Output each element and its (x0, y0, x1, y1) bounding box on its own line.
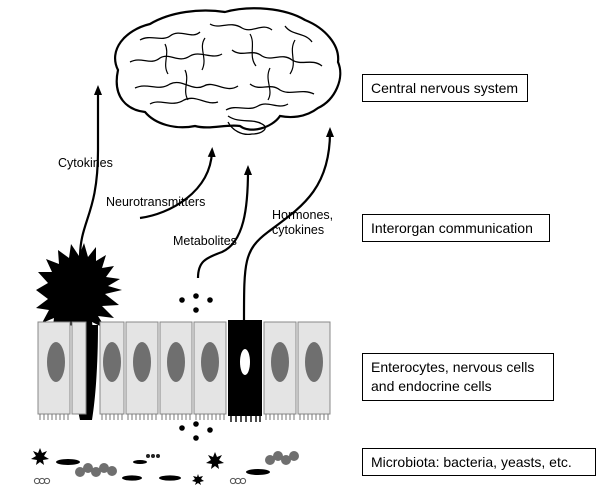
cells-label: Enterocytes, nervous cells and endocrine… (362, 353, 554, 401)
coccus-icon (33, 477, 247, 485)
diplococcus-icon (146, 454, 160, 458)
cns-label: Central nervous system (362, 74, 528, 102)
metabolites-label: Metabolites (173, 234, 237, 248)
endocrine-cell (228, 320, 262, 416)
epithelial-layer (37, 321, 331, 415)
interorgan-label: Interorgan communication (362, 214, 550, 242)
endocrine-villi (230, 416, 261, 422)
rod-bacterium-icon (56, 459, 270, 481)
neurotransmitters-arrow (139, 147, 216, 220)
cell-nuclei (47, 342, 323, 382)
microbiota (31, 448, 299, 485)
cytokines-label: Cytokines (58, 156, 113, 170)
hormones-label-line1: Hormones, (272, 208, 334, 222)
hormones-label-line2: cytokines (272, 223, 325, 237)
star-bacterium-icon (31, 448, 224, 485)
cells-label-line1: Enterocytes, nervous cells (371, 359, 535, 375)
hormones-label: Hormones, cytokines (272, 208, 333, 238)
yeast-chain-icon (75, 451, 299, 477)
hormones-arrow (242, 127, 334, 321)
metabolite-dots (179, 293, 213, 313)
arrows (78, 85, 334, 321)
cytokines-arrow (78, 85, 102, 259)
metabolites-arrow (196, 165, 252, 279)
neurotransmitters-label: Neurotransmitters (106, 195, 206, 209)
lumen-dots (179, 421, 213, 441)
brain-illustration (114, 7, 342, 136)
microbiota-label: Microbiota: bacteria, yeasts, etc. (362, 448, 596, 476)
cells-label-line2: and endocrine cells (371, 378, 492, 394)
microvilli (39, 414, 329, 420)
